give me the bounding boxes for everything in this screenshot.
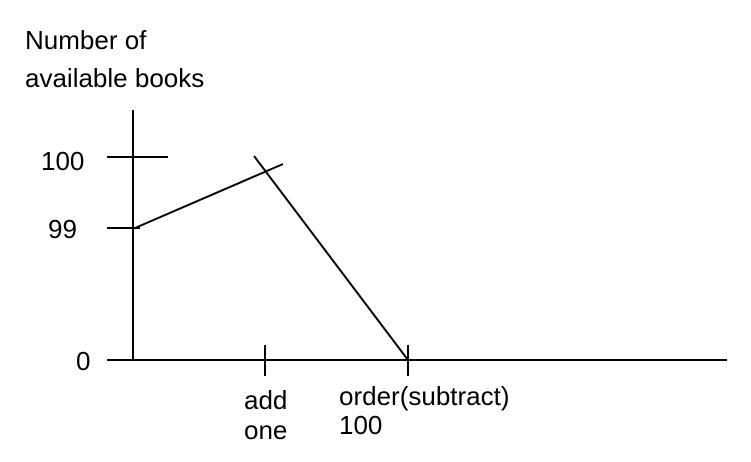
y-tick-label-100: 100 xyxy=(41,146,84,176)
y-axis-label-line2: available books xyxy=(25,63,204,93)
y-tick-label-0: 0 xyxy=(76,346,90,376)
y-tick-label-99: 99 xyxy=(48,214,77,244)
subtract-line xyxy=(253,155,409,361)
x-tick-label-order: order(subtract) xyxy=(339,381,510,411)
x-tick-label-one: one xyxy=(244,415,287,445)
x-tick-label-order-amount: 100 xyxy=(339,410,382,440)
add-one-line xyxy=(134,163,284,229)
y-axis-label-line1: Number of xyxy=(25,25,147,55)
x-tick-label-add: add xyxy=(244,385,287,415)
